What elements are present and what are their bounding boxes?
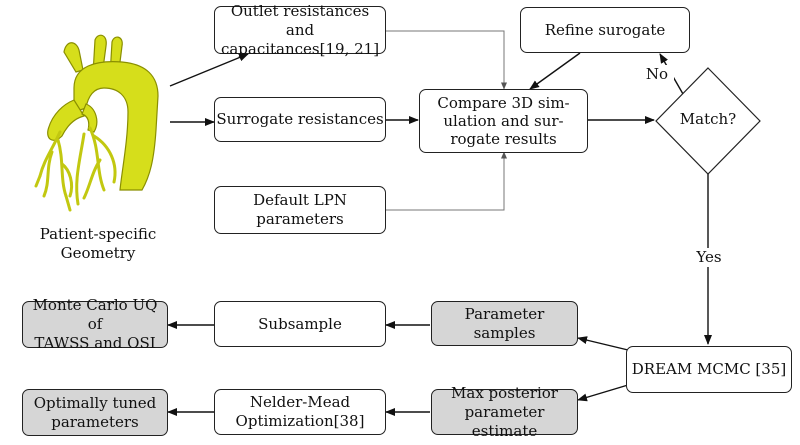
arrow-refine-to-compare [529,52,581,90]
arrow-default-lpn-to-compare [386,151,507,211]
surrogate-resistances-box: Surrogate resistances [214,97,386,142]
match-label: Match? [679,110,737,128]
parameter-samples-box: Parameter samples [431,301,578,346]
monte-carlo-uq-box: Monte Carlo UQ of TAWSS and OSI [22,296,168,352]
outlet-resistances-box: Outlet resistances and capacitances[19, … [214,2,386,58]
arrow-dream-to-max-posterior [577,384,629,402]
coronary-branches [34,126,117,212]
arrow-dream-to-parameter-samples [577,336,629,351]
geometry-caption: Patient-specific Geometry [39,225,157,262]
dream-mcmc-box: DREAM MCMC [35] [626,346,792,393]
refine-surrogate-box: Refine surogate [520,7,690,53]
default-lpn-parameters-box: Default LPN parameters [214,186,386,234]
subsample-box: Subsample [214,301,386,347]
yes-edge-label: Yes [690,248,728,267]
compare-results-box: Compare 3D sim- ulation and sur- rogate … [419,89,588,153]
optimally-tuned-box: Optimally tuned parameters [22,389,168,436]
nelder-mead-box: Nelder-Mead Optimization[38] [214,389,386,435]
arrow-geometry-to-outlet [169,53,249,87]
arrow-outlet-to-compare [386,30,507,90]
no-edge-label: No [640,65,674,84]
max-posterior-box: Max posterior parameter estimate [431,384,578,440]
aorta-geometry-illustration [47,34,159,191]
